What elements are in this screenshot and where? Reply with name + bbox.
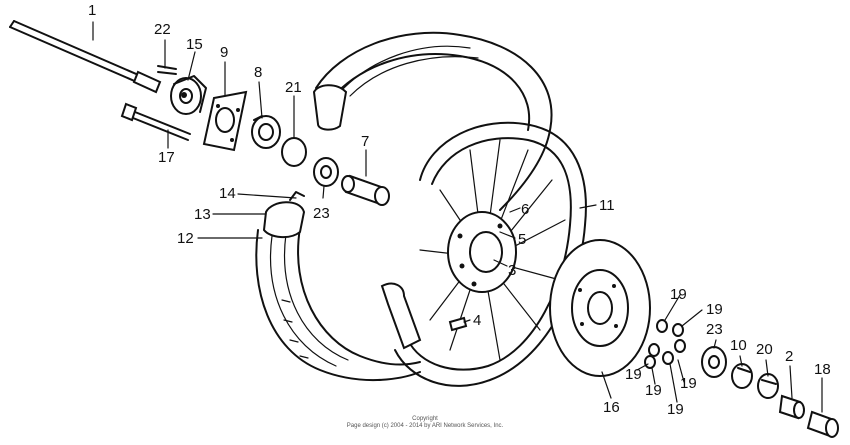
gearbox-part: [170, 75, 207, 115]
bearing-part-left: [313, 157, 339, 187]
callout-7[interactable]: 7: [361, 133, 370, 150]
axle-nut-part: [806, 410, 839, 438]
callout-18[interactable]: 18: [814, 361, 831, 378]
callout-23-right[interactable]: 23: [706, 321, 723, 338]
callout-17[interactable]: 17: [158, 149, 175, 166]
callout-14[interactable]: 14: [219, 185, 236, 202]
callout-19-top-right[interactable]: 19: [706, 301, 723, 318]
collar-part: [341, 174, 390, 206]
callout-19-top-left[interactable]: 19: [670, 286, 687, 303]
seal-part: [731, 363, 753, 389]
pin-part: [157, 65, 177, 75]
callout-4[interactable]: 4: [473, 312, 482, 329]
spokes-hub-part: [419, 139, 566, 361]
nipple-part: [448, 316, 468, 332]
seal-plate-part: [202, 90, 248, 152]
bolt-part: [120, 102, 191, 141]
callout-10[interactable]: 10: [730, 337, 747, 354]
callout-16[interactable]: 16: [603, 399, 620, 416]
o-ring-part: [281, 137, 307, 167]
callout-21[interactable]: 21: [285, 79, 302, 96]
tire-part: [255, 31, 553, 382]
distance-collar-part: [778, 394, 805, 420]
callout-3[interactable]: 3: [508, 262, 517, 279]
callout-8[interactable]: 8: [254, 64, 263, 81]
callout-20[interactable]: 20: [756, 341, 773, 358]
callout-11[interactable]: 11: [599, 197, 615, 214]
callout-19-left[interactable]: 19: [625, 366, 642, 383]
callout-13[interactable]: 13: [194, 206, 211, 223]
callout-12[interactable]: 12: [177, 230, 194, 247]
callout-19-bottom[interactable]: 19: [667, 401, 684, 418]
copyright-line: Copyright: [412, 416, 438, 422]
callout-9[interactable]: 9: [220, 44, 229, 61]
callout-22[interactable]: 22: [154, 21, 171, 38]
callout-5[interactable]: 5: [518, 231, 527, 248]
tube-part: [262, 191, 306, 238]
brake-disc-part: [549, 239, 651, 377]
callout-19-right[interactable]: 19: [680, 375, 697, 392]
axle-part: [9, 20, 162, 94]
callout-23-left[interactable]: 23: [313, 205, 330, 222]
bearing-part-right: [701, 346, 727, 378]
retainer-part: [251, 115, 281, 149]
nut-parts: [644, 319, 686, 369]
copyright-footer: Copyright Page design (c) 2004 - 2014 by…: [0, 416, 850, 430]
page-design-credit: Page design (c) 2004 - 2014 by ARI Netwo…: [346, 423, 504, 429]
leader-lines: [92, 21, 823, 413]
callout-6[interactable]: 6: [521, 201, 530, 218]
callout-1[interactable]: 1: [88, 2, 97, 19]
callout-15[interactable]: 15: [186, 36, 203, 53]
rim-part: [380, 121, 587, 387]
side-collar-part: [757, 373, 779, 399]
callout-19-bottom-left[interactable]: 19: [645, 382, 662, 399]
callout-2[interactable]: 2: [785, 348, 794, 365]
